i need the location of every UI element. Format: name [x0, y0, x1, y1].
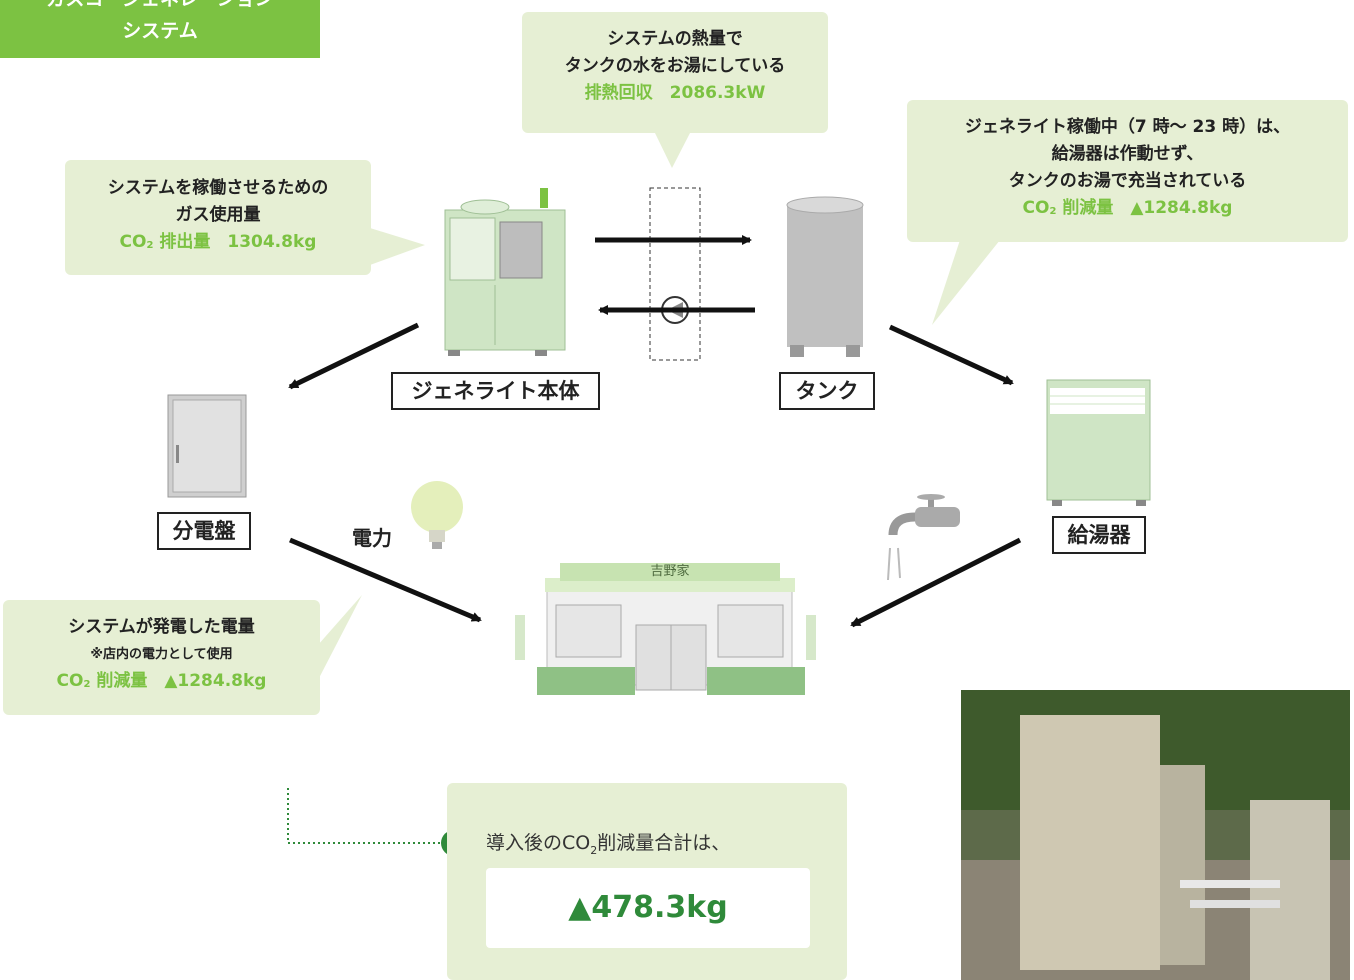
label-generator: ジェネライト本体 — [391, 372, 600, 410]
heat-bubble-line2: タンクの水をお湯にしている — [564, 56, 786, 76]
summary-value: ▲478.3kg — [486, 868, 810, 948]
heater-bubble-line1: ジェネライト稼働中（7 時〜 23 時）は、 — [964, 117, 1291, 137]
power-bubble-note: ※店内の電力として使用 — [90, 647, 233, 662]
header-title-line1: ガスコージェネレーション — [0, 0, 320, 9]
header-title-line2: システム — [122, 20, 198, 42]
tank-illustration — [786, 196, 864, 357]
heater-bubble-line2: 給湯器は作動せず、 — [1051, 144, 1204, 164]
arrow-generator-to-panel — [288, 322, 420, 390]
heater-bubble-co2: CO2 削減量 ▲1284.8kg — [1022, 198, 1233, 218]
arrow-heater-to-store — [850, 537, 1022, 628]
heat-bubble-pointer — [655, 133, 690, 168]
label-tank: タンク — [779, 372, 875, 410]
heater-bubble-pointer — [932, 240, 1000, 325]
distribution-panel-illustration — [167, 394, 247, 498]
power-bubble-pointer — [318, 595, 362, 680]
light-bulb-icon — [411, 481, 463, 549]
gas-bubble-pointer — [370, 228, 425, 265]
label-power: 電力 — [352, 526, 392, 550]
arrow-tank-to-heater — [888, 324, 1014, 386]
gas-usage-bubble: システムを稼働させるための ガス使用量 CO2 排出量 1304.8kg — [65, 160, 371, 275]
generator-unit-illustration — [444, 188, 566, 356]
heater-bubble-line3: タンクのお湯で充当されている — [1008, 171, 1247, 191]
installation-photo — [961, 690, 1350, 980]
power-bubble-co2: CO2 削減量 ▲1284.8kg — [56, 671, 267, 691]
power-bubble-line1: システムが発電した電量 — [68, 617, 255, 637]
heat-bubble-line1: システムの熱量で — [607, 29, 743, 49]
gas-bubble-line1: システムを稼働させるための — [107, 178, 329, 198]
water-heater-bubble: ジェネライト稼働中（7 時〜 23 時）は、 給湯器は作動せず、 タンクのお湯で… — [907, 100, 1348, 242]
arrow-panel-to-store — [289, 537, 482, 623]
heat-bubble-value: 排熱回収 2086.3kW — [584, 83, 766, 103]
heat-recovery-bubble: システムの熱量で タンクの水をお湯にしている 排熱回収 2086.3kW — [522, 12, 828, 133]
label-water-heater: 給湯器 — [1052, 516, 1146, 554]
gas-bubble-line2: ガス使用量 — [175, 205, 261, 225]
gas-bubble-co2: CO2 排出量 1304.8kg — [119, 232, 317, 252]
header-banner: ガスコージェネレーション システム — [0, 0, 320, 58]
label-panel: 分電盤 — [157, 512, 251, 550]
store-sign: 吉野家 — [650, 564, 690, 579]
summary-text: 導入後のCO2削減量合計は、 — [486, 832, 731, 857]
summary-connector — [287, 788, 440, 844]
power-generation-bubble: システムが発電した電量 ※店内の電力として使用 CO2 削減量 ▲1284.8k… — [3, 600, 320, 715]
water-heater-illustration — [1046, 379, 1151, 506]
pump-dashed-box — [649, 187, 701, 361]
store-illustration — [515, 563, 816, 695]
faucet-icon — [887, 494, 960, 581]
